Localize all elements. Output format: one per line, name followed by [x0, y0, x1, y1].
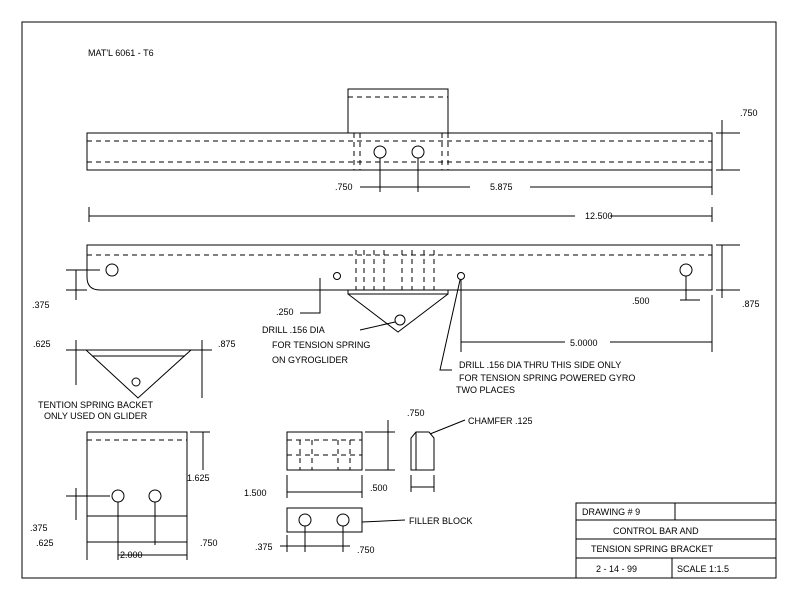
filler-left-dim: .375	[255, 542, 273, 552]
filler-block: FILLER BLOCK .375 .750	[255, 507, 473, 555]
side-view: .375 .250 .500 .875 5.0000 DRILL .156 DI…	[32, 244, 760, 395]
hole	[373, 145, 387, 159]
powered-note: DRILL .156 DIA THRU THIS SIDE ONLY	[459, 360, 621, 370]
left-hole-dim: .375	[32, 300, 50, 310]
spacer: .750 1.500 .500 CHAMFER .125	[244, 408, 533, 498]
powered-note: FOR TENSION SPRING POWERED GYRO	[459, 373, 635, 383]
plate-hole-dim: .375	[30, 523, 48, 533]
glider-note: DRILL .156 DIA	[262, 325, 325, 335]
glider-note: FOR TENSION SPRING	[272, 340, 370, 350]
top-hole-offset-dim: .750	[335, 182, 353, 192]
right-hole-dim: .500	[632, 296, 650, 306]
top-hole-spacing-dim: 5.875	[490, 182, 513, 192]
overall-length-dimension: 12.500	[88, 207, 713, 222]
side-height-dim: .875	[742, 299, 760, 309]
end-plate: .375 .625 2.000 .750 1.625	[30, 431, 218, 560]
spring-hole-offset-dim: 5.0000	[570, 338, 598, 348]
overall-length-text: 12.500	[585, 211, 613, 221]
plate-spacing-dim: 2.000	[120, 550, 143, 560]
filler-spacing-dim: .750	[357, 545, 375, 555]
top-height-dim: .750	[740, 108, 758, 118]
material-note: MAT'L 6061 - T6	[88, 48, 154, 58]
powered-note: TWO PLACES	[456, 385, 515, 395]
drawing-number: DRAWING # 9	[582, 507, 640, 517]
spacer-length-dim: 1.500	[244, 488, 267, 498]
bracket-label: ONLY USED ON GLIDER	[44, 411, 148, 421]
glider-note: ON GYROGLIDER	[272, 355, 349, 365]
drawing-title: CONTROL BAR AND	[613, 526, 699, 536]
filler-block-label: FILLER BLOCK	[409, 516, 473, 526]
spacer-height-dim: .750	[407, 408, 425, 418]
top-view: .750 .750 5.875	[86, 88, 758, 195]
spacer-width-dim: .500	[370, 483, 388, 493]
drawing-date: 2 - 14 - 99	[596, 564, 637, 574]
spring-hole-dim: .250	[276, 307, 294, 317]
glider-bracket: .625 .875 TENTION SPRING BACKET ONLY USE…	[33, 339, 236, 421]
plate-edge-dim: .625	[36, 538, 54, 548]
plate-right-dim: .750	[200, 538, 218, 548]
drawing-scale: SCALE 1:1.5	[677, 564, 729, 574]
hole	[411, 145, 425, 159]
bracket-label: TENTION SPRING BACKET	[38, 400, 154, 410]
drawing-border	[21, 21, 777, 579]
chamfer-note: CHAMFER .125	[468, 416, 533, 426]
plate-height-dim: 1.625	[187, 473, 210, 483]
bracket-right-dim: .875	[218, 339, 236, 349]
drawing-title: TENSION SPRING BRACKET	[591, 544, 714, 554]
bracket-left-dim: .625	[33, 339, 51, 349]
title-block: DRAWING # 9 CONTROL BAR AND TENSION SPRI…	[575, 502, 777, 579]
